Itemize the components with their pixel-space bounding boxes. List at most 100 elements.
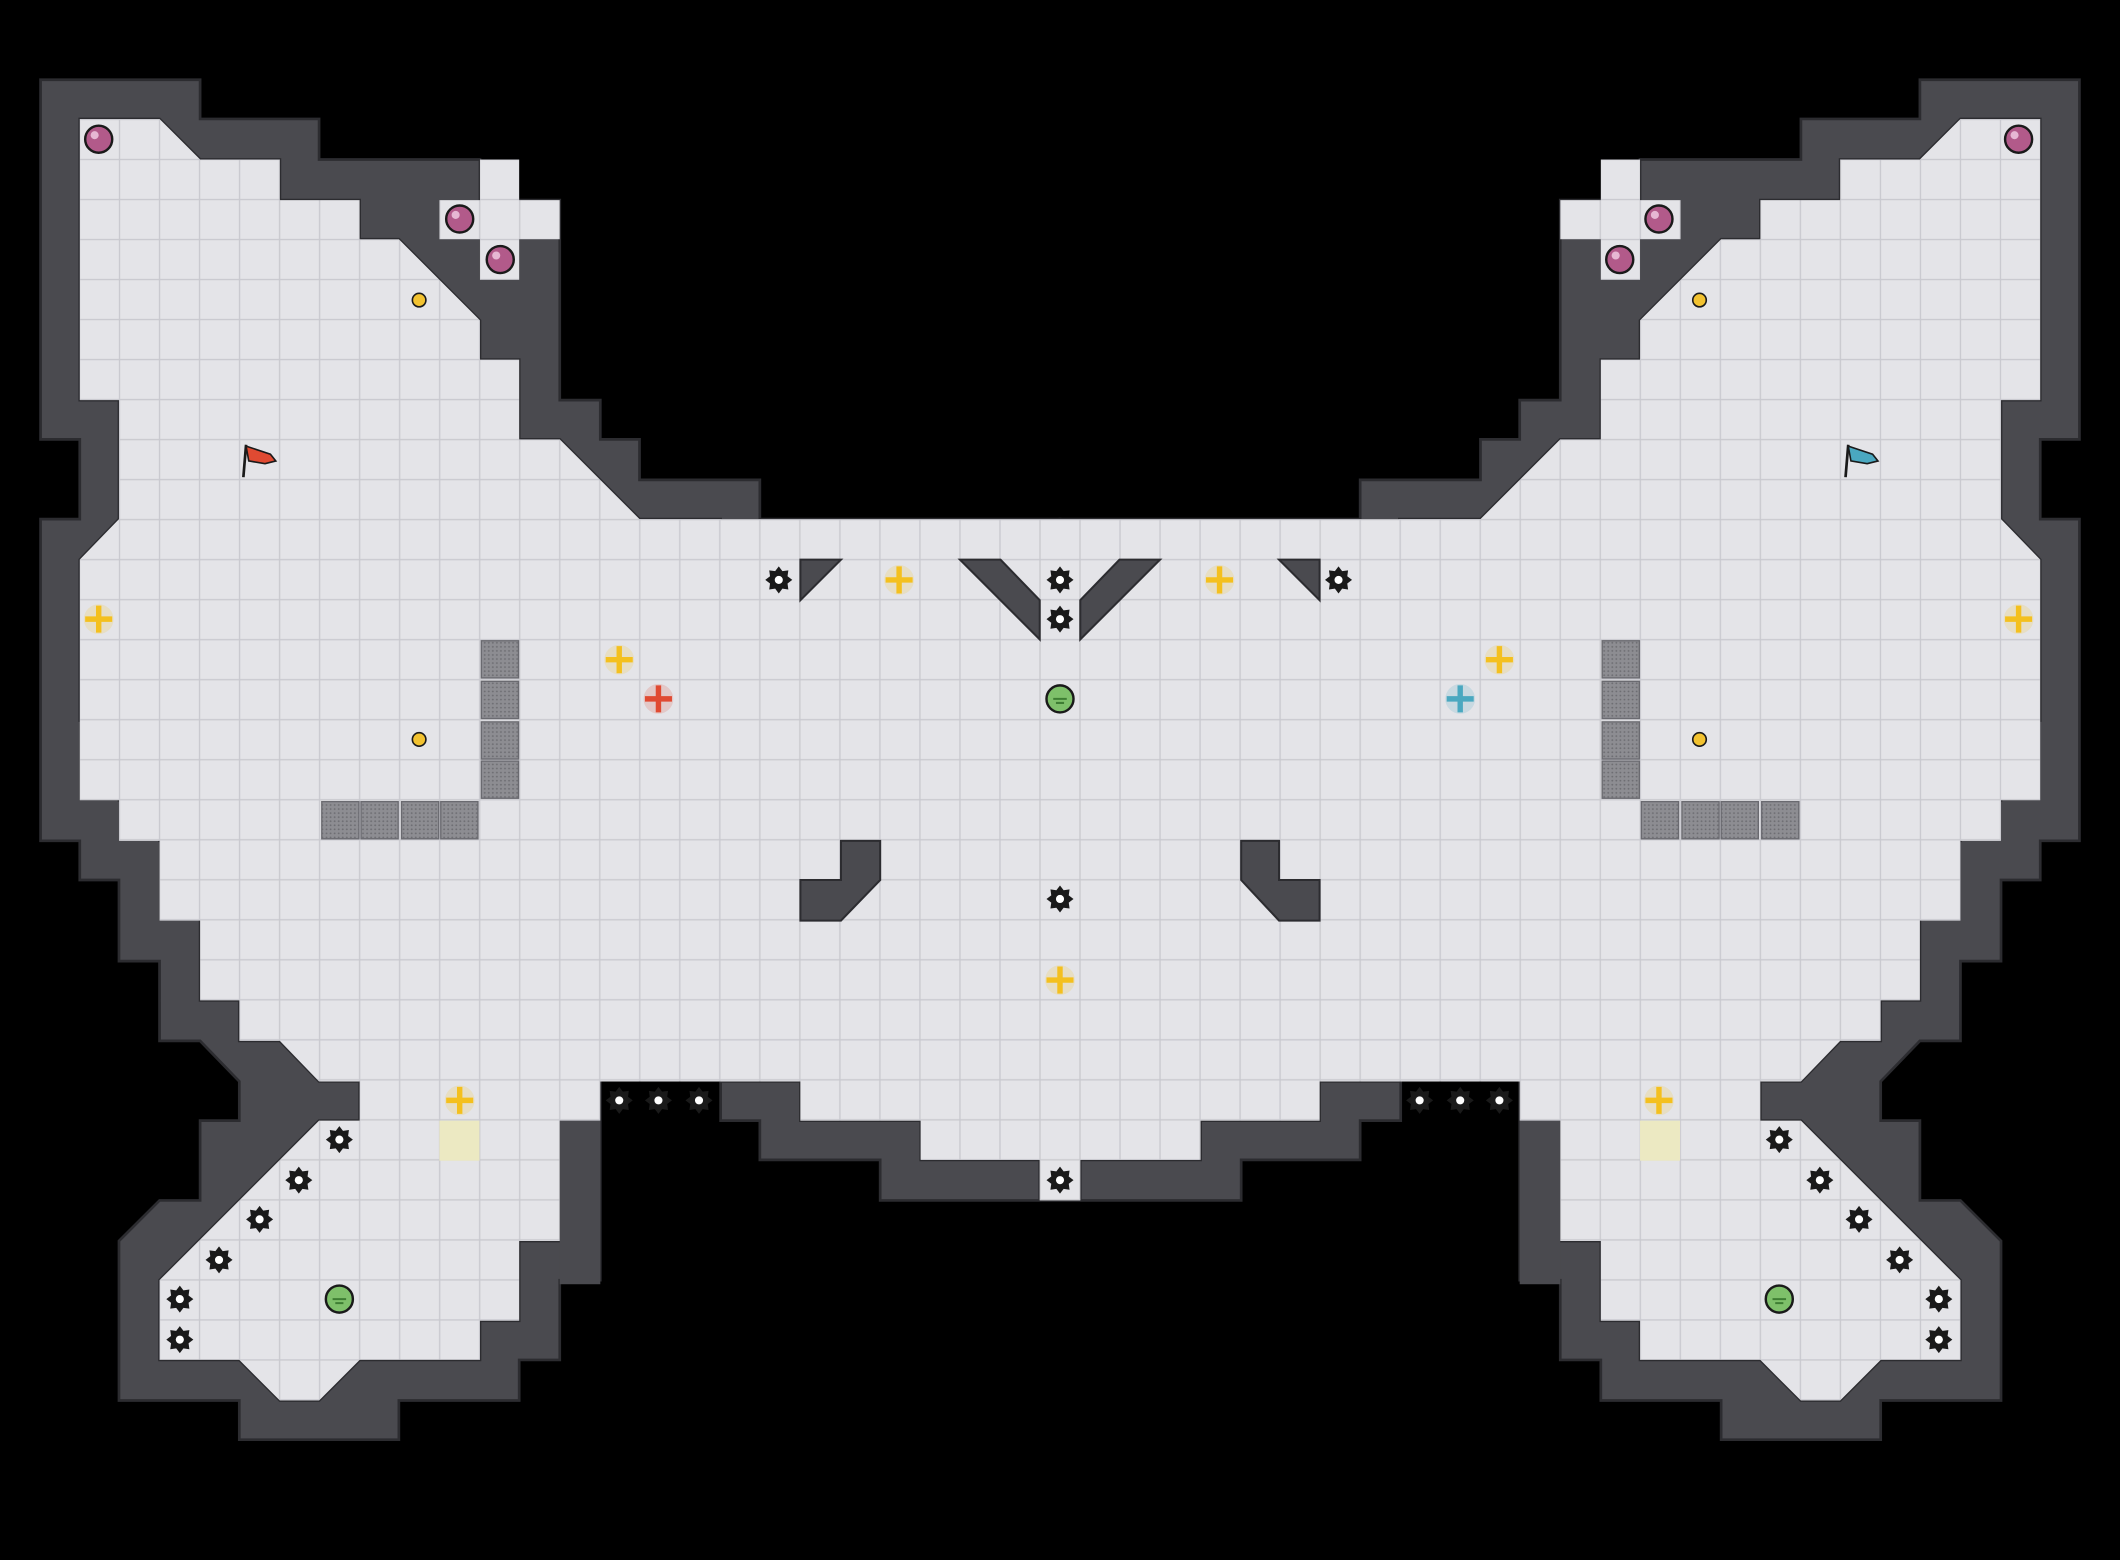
spike-center (1934, 1335, 1943, 1344)
gate-block (480, 640, 520, 679)
spike-center (1055, 894, 1065, 904)
boost-cross (1046, 966, 1074, 994)
portal-mark (1053, 697, 1067, 704)
spike-center (1934, 1295, 1943, 1304)
bomb-shine (1611, 251, 1620, 260)
boost-cross (885, 566, 913, 594)
token-icon (411, 731, 427, 748)
spike-center (774, 575, 783, 584)
spike-center (1456, 1096, 1465, 1105)
gate-block (400, 800, 440, 840)
spike-center (1055, 1176, 1065, 1185)
boost-cross (1206, 566, 1234, 594)
spike-center (175, 1335, 184, 1344)
spike-icon (1925, 1285, 1953, 1313)
gate-block (1601, 760, 1641, 799)
spike-icon (1845, 1205, 1873, 1233)
gate-block (1601, 640, 1641, 679)
spike-center (1815, 1176, 1824, 1185)
gate-block (1601, 680, 1641, 720)
spike-center (1775, 1135, 1784, 1144)
spike-icon (166, 1326, 194, 1354)
bomb-body (1644, 204, 1674, 234)
portal-icon (1045, 684, 1075, 714)
spike-icon (1765, 1126, 1793, 1154)
spike-center (1055, 615, 1065, 624)
spike-center (255, 1215, 264, 1224)
gate-block (1761, 800, 1800, 840)
boost-cross (605, 646, 633, 674)
bomb-icon (485, 244, 515, 275)
spike-center (175, 1295, 184, 1304)
inner-wall-6 (1240, 839, 1321, 922)
bomb-shine (1650, 210, 1659, 219)
boost-icon (884, 565, 914, 595)
spike-center (615, 1096, 624, 1105)
spike-icon (1046, 566, 1074, 594)
boost-cross (1446, 685, 1474, 713)
spike-icon (644, 1086, 672, 1114)
spawn-tiles (439, 1120, 1681, 1161)
flag-pole (1844, 444, 1850, 478)
spike-center (1334, 575, 1343, 584)
bomb-body (83, 124, 114, 154)
spawn-tile (1640, 1120, 1681, 1161)
boost-cross (1485, 646, 1513, 674)
spike-center (694, 1096, 704, 1105)
spike-icon (1406, 1086, 1434, 1114)
boost-icon (604, 644, 635, 675)
spike-center (1055, 575, 1065, 584)
spawn-tile (439, 1120, 480, 1161)
portal-icon (324, 1284, 355, 1314)
portal-mark (332, 1298, 347, 1305)
spike-icon (1886, 1246, 1914, 1274)
spike-icon (765, 566, 793, 594)
spike-icon (1046, 605, 1074, 633)
spike-icon (205, 1246, 233, 1274)
gate-blocks (321, 640, 1800, 840)
flag-cloth (1847, 444, 1880, 465)
spike-icon (325, 1126, 353, 1154)
boost-icon (83, 604, 114, 635)
gate-block (1681, 800, 1720, 840)
gate-block (480, 760, 520, 799)
bomb-body (444, 204, 475, 234)
spike-center (654, 1096, 663, 1105)
bomb-icon (83, 124, 114, 154)
bomb-icon (444, 204, 475, 234)
inner-wall-5 (799, 839, 882, 922)
floor-center (559, 519, 1561, 1201)
red-boost-icon (643, 684, 674, 714)
spike-center (1855, 1215, 1864, 1224)
spike-center (214, 1255, 224, 1264)
spike-icon (1925, 1326, 1953, 1354)
boost-cross (644, 685, 672, 713)
token-icon (411, 292, 427, 308)
spike-icon (285, 1166, 313, 1194)
bomb-shine (492, 251, 501, 260)
bomb-icon (1605, 244, 1635, 275)
gate-block (480, 680, 520, 720)
boost-icon (2003, 604, 2034, 635)
spike-center (1895, 1255, 1904, 1264)
spike-icon (1446, 1086, 1474, 1114)
gate-block (480, 721, 520, 760)
blue-boost-icon (1445, 684, 1476, 714)
bomb-body (1605, 244, 1635, 275)
spike-icon (1485, 1086, 1513, 1114)
gate-block (440, 800, 479, 840)
bomb-icon (2003, 124, 2034, 154)
spike-icon (1806, 1166, 1834, 1194)
inner-wall-3 (957, 558, 1041, 642)
portal-icon (1764, 1284, 1795, 1314)
boost-icon (1045, 965, 1075, 995)
spike-icon (605, 1086, 633, 1114)
spike-icon (166, 1285, 194, 1313)
spike-center (1415, 1096, 1424, 1105)
boost-icon (1484, 644, 1515, 675)
spike-center (1495, 1096, 1504, 1105)
boost-icon (1644, 1085, 1674, 1116)
portal-mark (1772, 1298, 1787, 1305)
